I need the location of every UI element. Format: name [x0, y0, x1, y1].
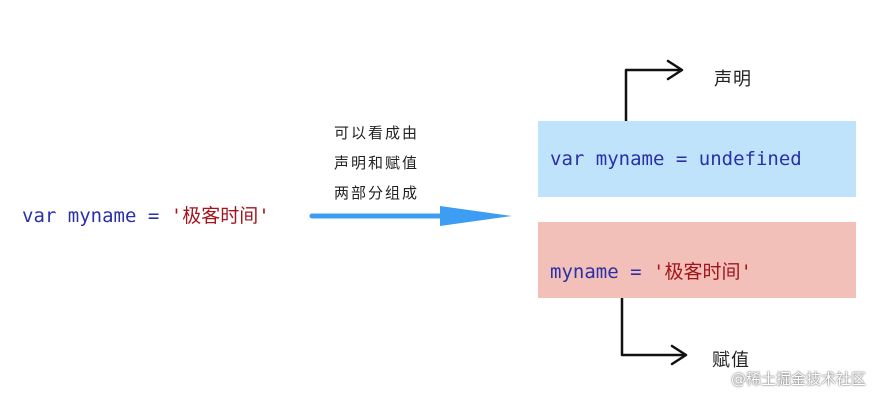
declaration-box: var myname = undefined — [538, 121, 856, 197]
assignment-arrow — [620, 296, 688, 366]
source-statement: var myname = '极客时间' — [22, 204, 270, 228]
declaration-value: undefined — [698, 148, 802, 170]
assignment-statement: myname = '极客时间' — [550, 260, 752, 284]
declaration-keyword: var — [550, 148, 585, 170]
source-keyword: var — [22, 205, 57, 227]
caption: 可以看成由 声明和赋值 两部分组成 — [334, 118, 419, 208]
watermark: @稀土掘金技术社区 — [730, 370, 866, 388]
declaration-statement: var myname = undefined — [550, 147, 802, 171]
declaration-arrow — [624, 59, 684, 123]
assignment-operator: = — [630, 261, 642, 283]
assignment-box: myname = '极客时间' — [538, 222, 856, 298]
declaration-label: 声明 — [714, 69, 752, 90]
declaration-operator: = — [675, 148, 688, 170]
source-operator: = — [147, 205, 160, 227]
caption-line: 两部分组成 — [334, 184, 420, 202]
source-variable: myname — [67, 205, 137, 227]
declaration-variable: myname — [595, 148, 665, 170]
assignment-value: '极客时间' — [653, 261, 752, 283]
assignment-variable: myname — [550, 261, 619, 283]
source-value: '极客时间' — [170, 205, 270, 227]
caption-line: 声明和赋值 — [334, 154, 420, 172]
caption-line: 可以看成由 — [334, 124, 420, 142]
assignment-label: 赋值 — [712, 350, 750, 371]
main-arrow — [309, 206, 512, 226]
